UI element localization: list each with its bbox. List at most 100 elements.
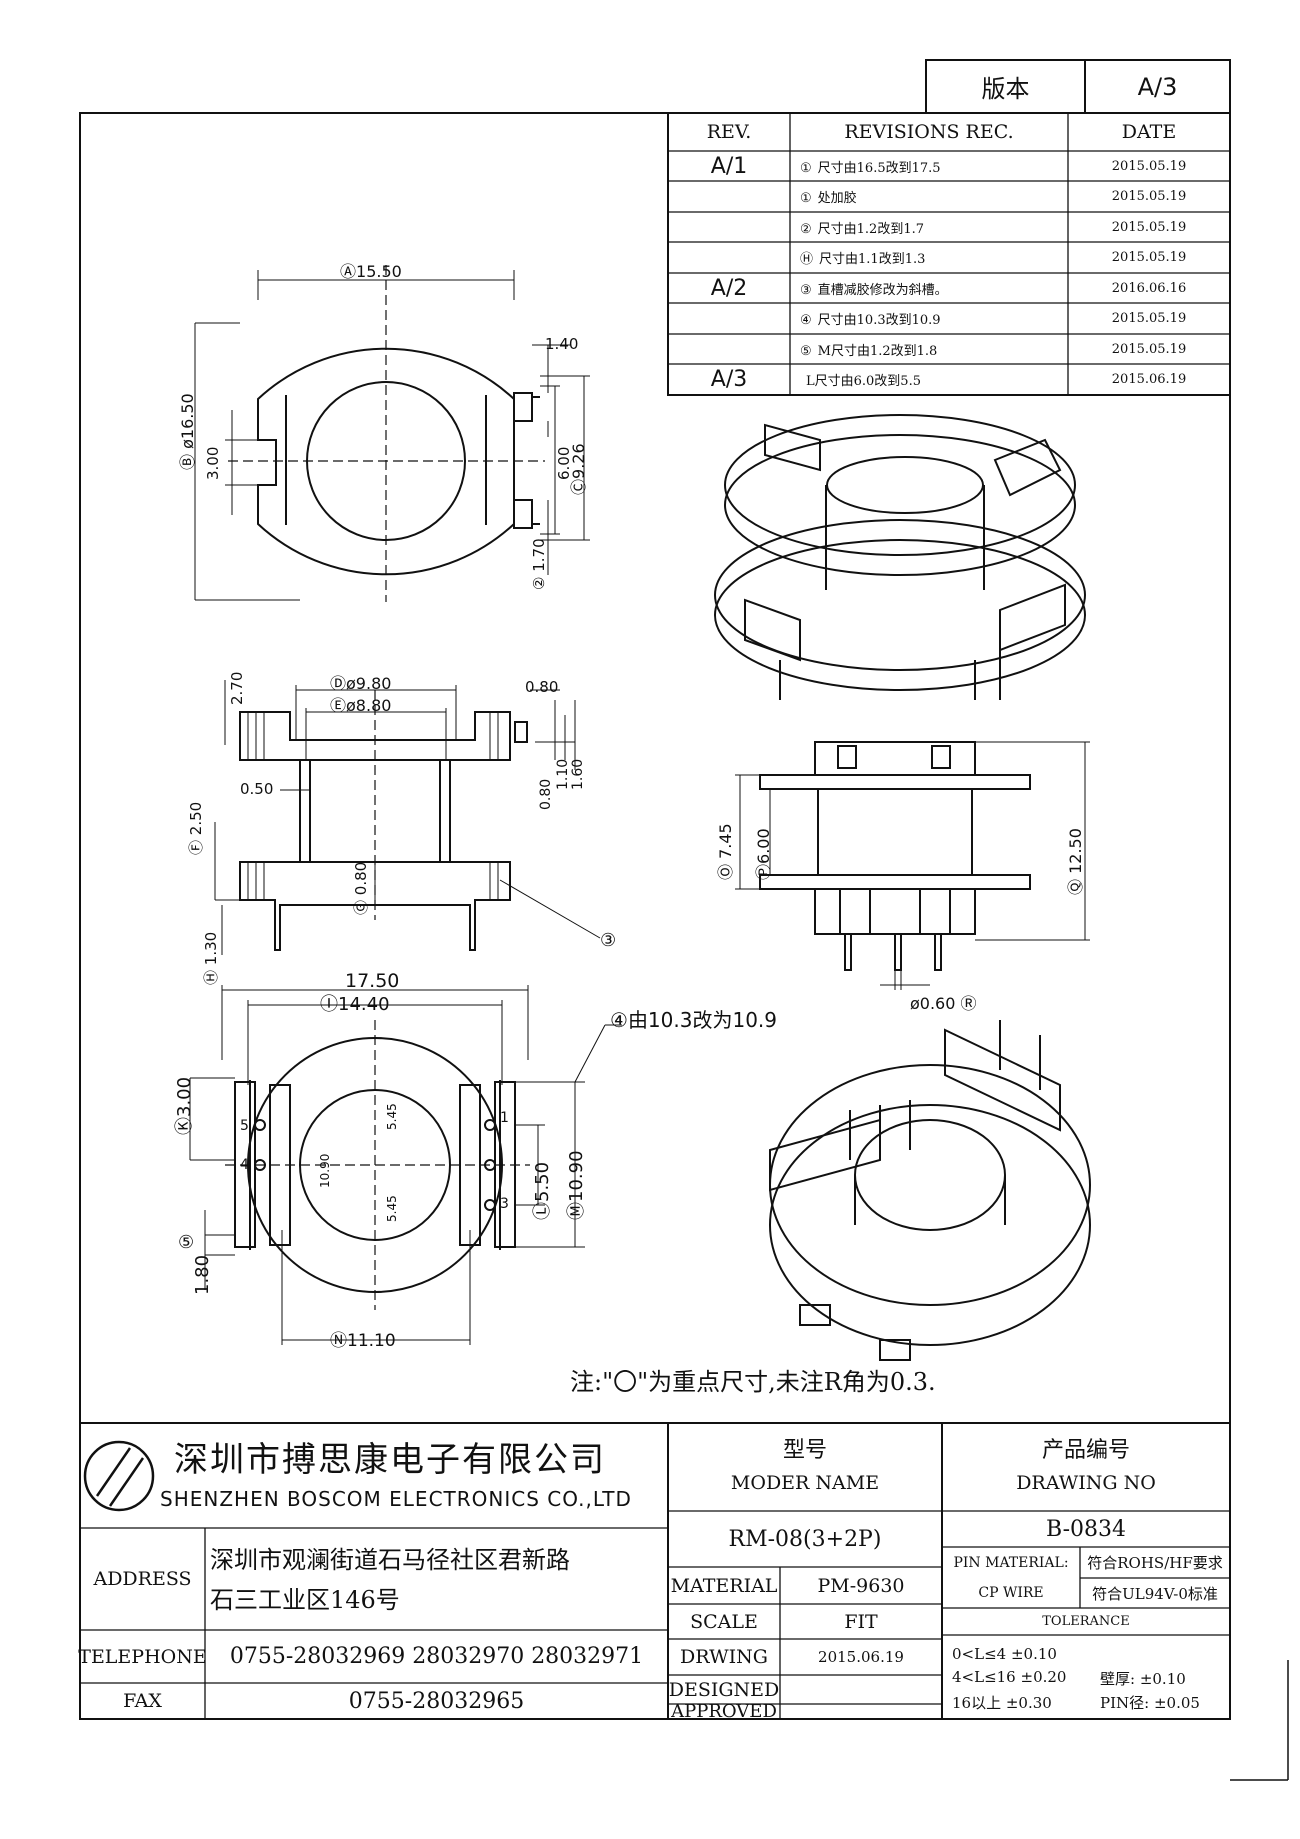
dim-q: Ⓠ 12.50 <box>1066 828 1085 895</box>
material-label: MATERIAL <box>670 1574 778 1597</box>
revision-num: ⑤ <box>800 344 812 359</box>
tolerance-row-3: 16以上 ±0.30 <box>952 1694 1052 1712</box>
revision-record: ① 尺寸由16.5改到17.5 <box>800 157 941 176</box>
fax-label: FAX <box>123 1690 162 1712</box>
company-name-en: SHENZHEN BOSCOM ELECTRONICS CO.,LTD <box>160 1487 632 1511</box>
dim-1-80: 1.80 <box>192 1254 213 1295</box>
revision-record: ⑤ M尺寸由1.2改到1.8 <box>800 340 937 359</box>
dim-g: Ⓖ 0.80 <box>352 861 370 915</box>
dim-b: Ⓑ ø16.50 <box>178 393 197 470</box>
revision-num: ④ <box>800 313 812 328</box>
revision-num: ③ <box>800 283 812 298</box>
dim-i: Ⓘ14.40 <box>320 994 390 1015</box>
fax-value: 0755-28032965 <box>348 1688 525 1714</box>
revision-text: 尺寸由16.5改到17.5 <box>817 161 941 176</box>
tolerance-wall: 壁厚: ±0.10 <box>1100 1670 1186 1688</box>
front-section-view <box>239 711 528 951</box>
telephone-value: 0755-28032969 28032970 28032971 <box>229 1644 644 1669</box>
revision-date: 2015.05.19 <box>1111 189 1187 204</box>
dim-0-80-right: 0.80 <box>525 678 559 696</box>
tolerance-row-2: 4<L≤16 ±0.20 <box>952 1668 1067 1686</box>
address-line-2: 石三工业区146号 <box>210 1586 400 1614</box>
revision-date: 2015.05.19 <box>1111 158 1187 174</box>
designed-value <box>780 1675 942 1704</box>
dim-l: Ⓛ5.50 <box>532 1161 553 1220</box>
revision-text: 处加胶 <box>817 191 857 206</box>
approved-value <box>780 1704 942 1719</box>
isometric-view-top <box>714 414 1086 700</box>
revision-record: L尺寸由6.0改到5.5 <box>800 370 921 389</box>
revision-text: 尺寸由10.3改到10.9 <box>817 313 941 328</box>
revision-record: ② 尺寸由1.2改到1.7 <box>800 218 924 237</box>
dim-d: Ⓓø9.80 <box>330 674 392 693</box>
dim-5-45-upper: 5.45 <box>385 1103 399 1130</box>
tolerance-row-1: 0<L≤4 ±0.10 <box>952 1645 1057 1663</box>
dim-r: ø0.60 Ⓡ <box>910 994 977 1013</box>
dim-m: Ⓜ10.90 <box>566 1150 587 1220</box>
dim-5-45-lower: 5.45 <box>385 1195 399 1222</box>
revision-rev: A/1 <box>710 153 748 179</box>
designed-label: DESIGNED <box>668 1678 780 1701</box>
revision-date: 2015.05.19 <box>1111 250 1187 265</box>
revision-rev <box>668 212 790 242</box>
tolerance-pin: PIN径: ±0.05 <box>1100 1694 1200 1712</box>
rev-header: REV. <box>706 121 752 143</box>
model-label-en: MODER NAME <box>730 1472 880 1494</box>
company-logo <box>83 1440 155 1512</box>
isometric-view-bottom <box>769 1020 1091 1361</box>
revision-num: ① <box>800 161 812 176</box>
revision-text: 尺寸由1.1改到1.3 <box>819 252 926 267</box>
revision-rev <box>668 242 790 273</box>
drawing-value: B-0834 <box>1046 1516 1126 1542</box>
dim-1-10: 1.10 <box>555 758 571 790</box>
dim-f: Ⓕ 2.50 <box>187 801 205 855</box>
revision-num: ① <box>800 191 812 206</box>
dim-0-80-bottom: 0.80 <box>538 778 554 810</box>
dim-17-50: 17.50 <box>345 970 400 992</box>
revision-record: Ⓗ 尺寸由1.1改到1.3 <box>800 248 925 267</box>
revision-num: ② <box>800 222 812 237</box>
version-value: A/3 <box>1137 72 1178 101</box>
revision-text: 尺寸由1.2改到1.7 <box>817 222 925 237</box>
revision-text: M尺寸由1.2改到1.8 <box>817 344 938 359</box>
dim-10-90-center: 10.90 <box>318 1153 332 1188</box>
revision-record: ④ 尺寸由10.3改到10.9 <box>800 309 941 328</box>
revision-date: 2015.05.19 <box>1111 341 1187 357</box>
dim-slot: 3.00 <box>204 446 222 480</box>
dim-h: Ⓗ 1.30 <box>202 931 220 985</box>
dim-c: Ⓒ9.26 <box>569 443 588 495</box>
revision-num: Ⓗ <box>800 252 814 267</box>
approved-label: APPROVED <box>671 1701 777 1722</box>
revision-rev <box>668 334 790 364</box>
version-label: 版本 <box>981 75 1030 103</box>
company-name-cn: 深圳市搏思康电子有限公司 <box>174 1440 606 1480</box>
pin-label-5: 5 <box>240 1118 249 1134</box>
dim-e: Ⓔø8.80 <box>330 696 392 715</box>
cp-wire-label: CP WIRE <box>978 1585 1044 1601</box>
dim-a: Ⓐ15.50 <box>340 262 402 281</box>
revision-rev: A/3 <box>710 367 748 392</box>
drwing-label: DRWING <box>680 1646 768 1668</box>
address-line-1: 深圳市观澜街道石马径社区君新路 <box>210 1546 570 1574</box>
model-label-cn: 型号 <box>782 1438 827 1463</box>
revision-text: 直槽减胶修改为斜槽。 <box>817 283 948 298</box>
dim-n: Ⓝ11.10 <box>330 1331 396 1351</box>
dim-o: Ⓞ 7.45 <box>716 823 735 880</box>
revision-date: 2015.05.19 <box>1111 311 1187 326</box>
tolerance-title: TOLERANCE <box>1042 1614 1130 1629</box>
revision-rev <box>668 181 790 212</box>
revision-rev <box>668 303 790 334</box>
dim-1-60: 1.60 <box>570 758 586 790</box>
callout-5: ⑤ <box>178 1232 195 1253</box>
revision-rev: A/2 <box>710 275 748 301</box>
revision-date: 2015.06.19 <box>1111 372 1187 387</box>
scale-value: FIT <box>844 1610 878 1633</box>
top-view <box>257 347 540 576</box>
callout-3: ③ <box>600 930 617 951</box>
revision-record: ① 处加胶 <box>800 187 857 206</box>
callout-4-note: ④由10.3改为10.9 <box>610 1008 777 1032</box>
drawing-label-en: DRAWING NO <box>1016 1472 1156 1494</box>
pin-label-1: 1 <box>500 1110 509 1126</box>
revision-text: L尺寸由6.0改到5.5 <box>806 374 921 389</box>
revision-record: ③ 直槽减胶修改为斜槽。 <box>800 279 948 298</box>
